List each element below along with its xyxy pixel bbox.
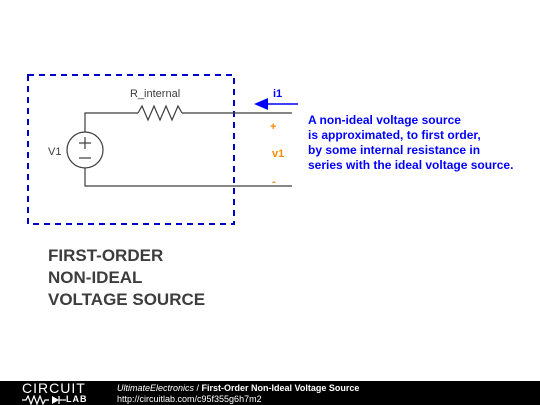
resistor-r-internal[interactable] — [137, 104, 183, 122]
description-line: A non-ideal voltage source — [308, 113, 461, 127]
dashed-enclosure — [27, 74, 235, 225]
logo-resistor-icon — [22, 395, 66, 405]
source-label: V1 — [48, 146, 61, 158]
terminal-minus-label: - — [272, 176, 276, 188]
title-line: NON-IDEAL — [48, 268, 143, 287]
description-line: series with the ideal voltage source. — [308, 158, 514, 172]
author-link[interactable]: UltimateElectronics — [117, 383, 195, 393]
bottom-wire — [84, 168, 292, 187]
footer-separator: / — [194, 383, 202, 393]
terminal-voltage-label: v1 — [272, 148, 284, 160]
description-text: A non-ideal voltage source is approximat… — [308, 113, 513, 173]
circuitlab-logo-text[interactable]: CIRCUIT — [22, 380, 86, 396]
footer-bar: CIRCUIT LAB UltimateElectronics / First-… — [0, 381, 540, 405]
description-line: is approximated, to first order, — [308, 128, 481, 142]
title-line: VOLTAGE SOURCE — [48, 290, 206, 309]
footer-credit: UltimateElectronics / First-Order Non-Id… — [117, 383, 359, 394]
circuit-title: First-Order Non-Ideal Voltage Source — [201, 383, 360, 393]
circuit-url-link[interactable]: http://circuitlab.com/c95f355g6h7m2 — [117, 394, 262, 404]
title-line: FIRST-ORDER — [48, 246, 164, 265]
current-arrow-head — [254, 98, 268, 110]
terminal-plus-label: + — [270, 121, 276, 133]
resistor-label: R_internal — [130, 88, 180, 100]
current-label: i1 — [273, 88, 282, 100]
diagram-title: FIRST-ORDER NON-IDEAL VOLTAGE SOURCE — [48, 245, 205, 311]
description-line: by some internal resistance in — [308, 143, 481, 157]
top-wire-left — [84, 112, 138, 132]
circuitlab-logo-lab: LAB — [66, 394, 88, 404]
